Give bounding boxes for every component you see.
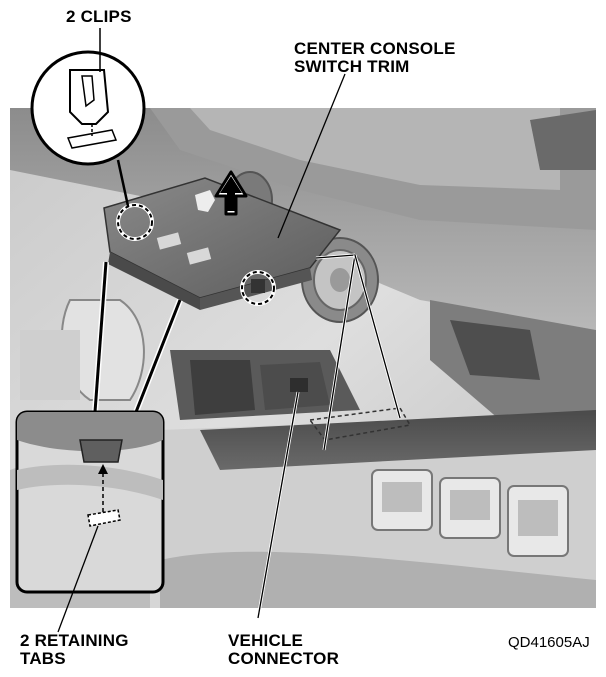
clips-label: 2 CLIPS	[66, 7, 132, 26]
lift-arrow-icon	[214, 170, 248, 216]
tabs-label-line1: 2 RETAINING	[20, 631, 129, 650]
trim-label-line1: CENTER CONSOLE	[294, 39, 456, 58]
clip-detail-inset	[30, 28, 146, 207]
trim-leader-line	[277, 73, 346, 239]
vehicle-connector-body	[290, 378, 308, 392]
connector-label-line2: CONNECTOR	[228, 649, 340, 668]
figure-code: QD41605AJ	[508, 634, 590, 651]
tabs-label: 2 RETAINING TABS	[20, 632, 129, 668]
connector-label: VEHICLE CONNECTOR	[228, 632, 339, 668]
connector-leader-line	[257, 391, 299, 619]
retaining-tab-inset	[15, 410, 165, 594]
tabs-label-line2: TABS	[20, 649, 66, 668]
trim-label-line2: SWITCH TRIM	[294, 57, 410, 76]
trim-label: CENTER CONSOLE SWITCH TRIM	[294, 40, 455, 76]
tabs-leader-line	[57, 525, 99, 633]
connector-label-line1: VEHICLE	[228, 631, 304, 650]
